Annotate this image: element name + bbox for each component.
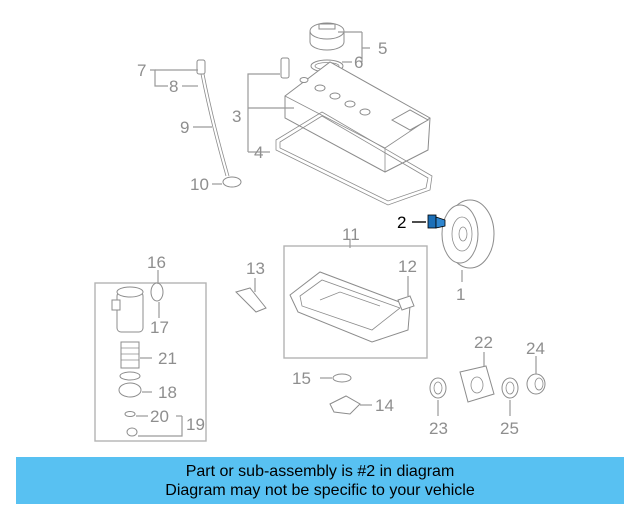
oil-cooler <box>459 365 495 403</box>
callout-24: 24 <box>526 339 545 358</box>
callout-13: 13 <box>246 259 265 278</box>
strainer-seal <box>332 373 352 383</box>
dipstick-seal <box>222 176 242 188</box>
oil-filler-cap <box>309 22 345 51</box>
callout-15: 15 <box>292 369 311 388</box>
callout-2: 2 <box>397 213 406 232</box>
oil-pan <box>289 271 411 343</box>
caption-line-1: Part or sub-assembly is #2 in diagram <box>185 462 455 480</box>
bracket <box>235 287 267 313</box>
callout-11: 11 <box>342 225 360 244</box>
callout-7: 7 <box>137 61 146 80</box>
callout-18: 18 <box>158 383 177 402</box>
caption-line-2: Diagram may not be specific to your vehi… <box>165 481 475 499</box>
oil-filter-element <box>120 341 140 369</box>
oil-strainer <box>329 395 361 415</box>
cooler-cap <box>526 373 546 395</box>
callout-21: 21 <box>158 349 177 368</box>
filter-oring <box>124 411 136 417</box>
valve-cover-gasket <box>275 111 433 206</box>
oil-filter-housing <box>111 286 144 333</box>
callout-12: 12 <box>398 257 417 276</box>
filter-plug <box>126 427 138 437</box>
crankshaft-pulley <box>441 199 495 269</box>
callout-19: 19 <box>186 415 205 434</box>
pcv-valve <box>280 57 290 79</box>
oil-drain-plug <box>397 295 415 311</box>
callout-4: 4 <box>254 143 263 162</box>
callout-25: 25 <box>500 419 519 438</box>
callout-17: 17 <box>150 318 169 337</box>
filter-seal-a <box>119 371 141 381</box>
callout-23: 23 <box>429 419 448 438</box>
callout-14: 14 <box>375 396 394 415</box>
valve-cover <box>284 61 431 173</box>
callout-10: 10 <box>190 175 209 194</box>
callout-9: 9 <box>180 118 189 137</box>
callout-20: 20 <box>150 407 169 426</box>
housing-seal <box>150 282 164 302</box>
leader-lines <box>136 31 537 437</box>
pulley-bolt <box>427 214 446 229</box>
callout-3: 3 <box>232 107 241 126</box>
parts-diagram: 1 2 3 4 5 6 7 8 9 10 11 12 13 14 15 16 1… <box>94 22 546 442</box>
cooler-seal-b <box>501 377 519 399</box>
oil-filter-group-box <box>94 282 207 442</box>
callout-22: 22 <box>474 333 493 352</box>
oil-pan-group-box <box>283 245 428 359</box>
callout-16: 16 <box>147 253 166 272</box>
filter-seal-b <box>118 382 142 398</box>
callout-1: 1 <box>456 285 465 304</box>
callout-5: 5 <box>378 39 387 58</box>
cooler-seal-a <box>429 377 447 399</box>
caption-banner: Part or sub-assembly is #2 in diagram Di… <box>16 457 624 504</box>
dipstick <box>196 59 230 177</box>
callout-6: 6 <box>354 53 363 72</box>
callout-8: 8 <box>169 77 178 96</box>
